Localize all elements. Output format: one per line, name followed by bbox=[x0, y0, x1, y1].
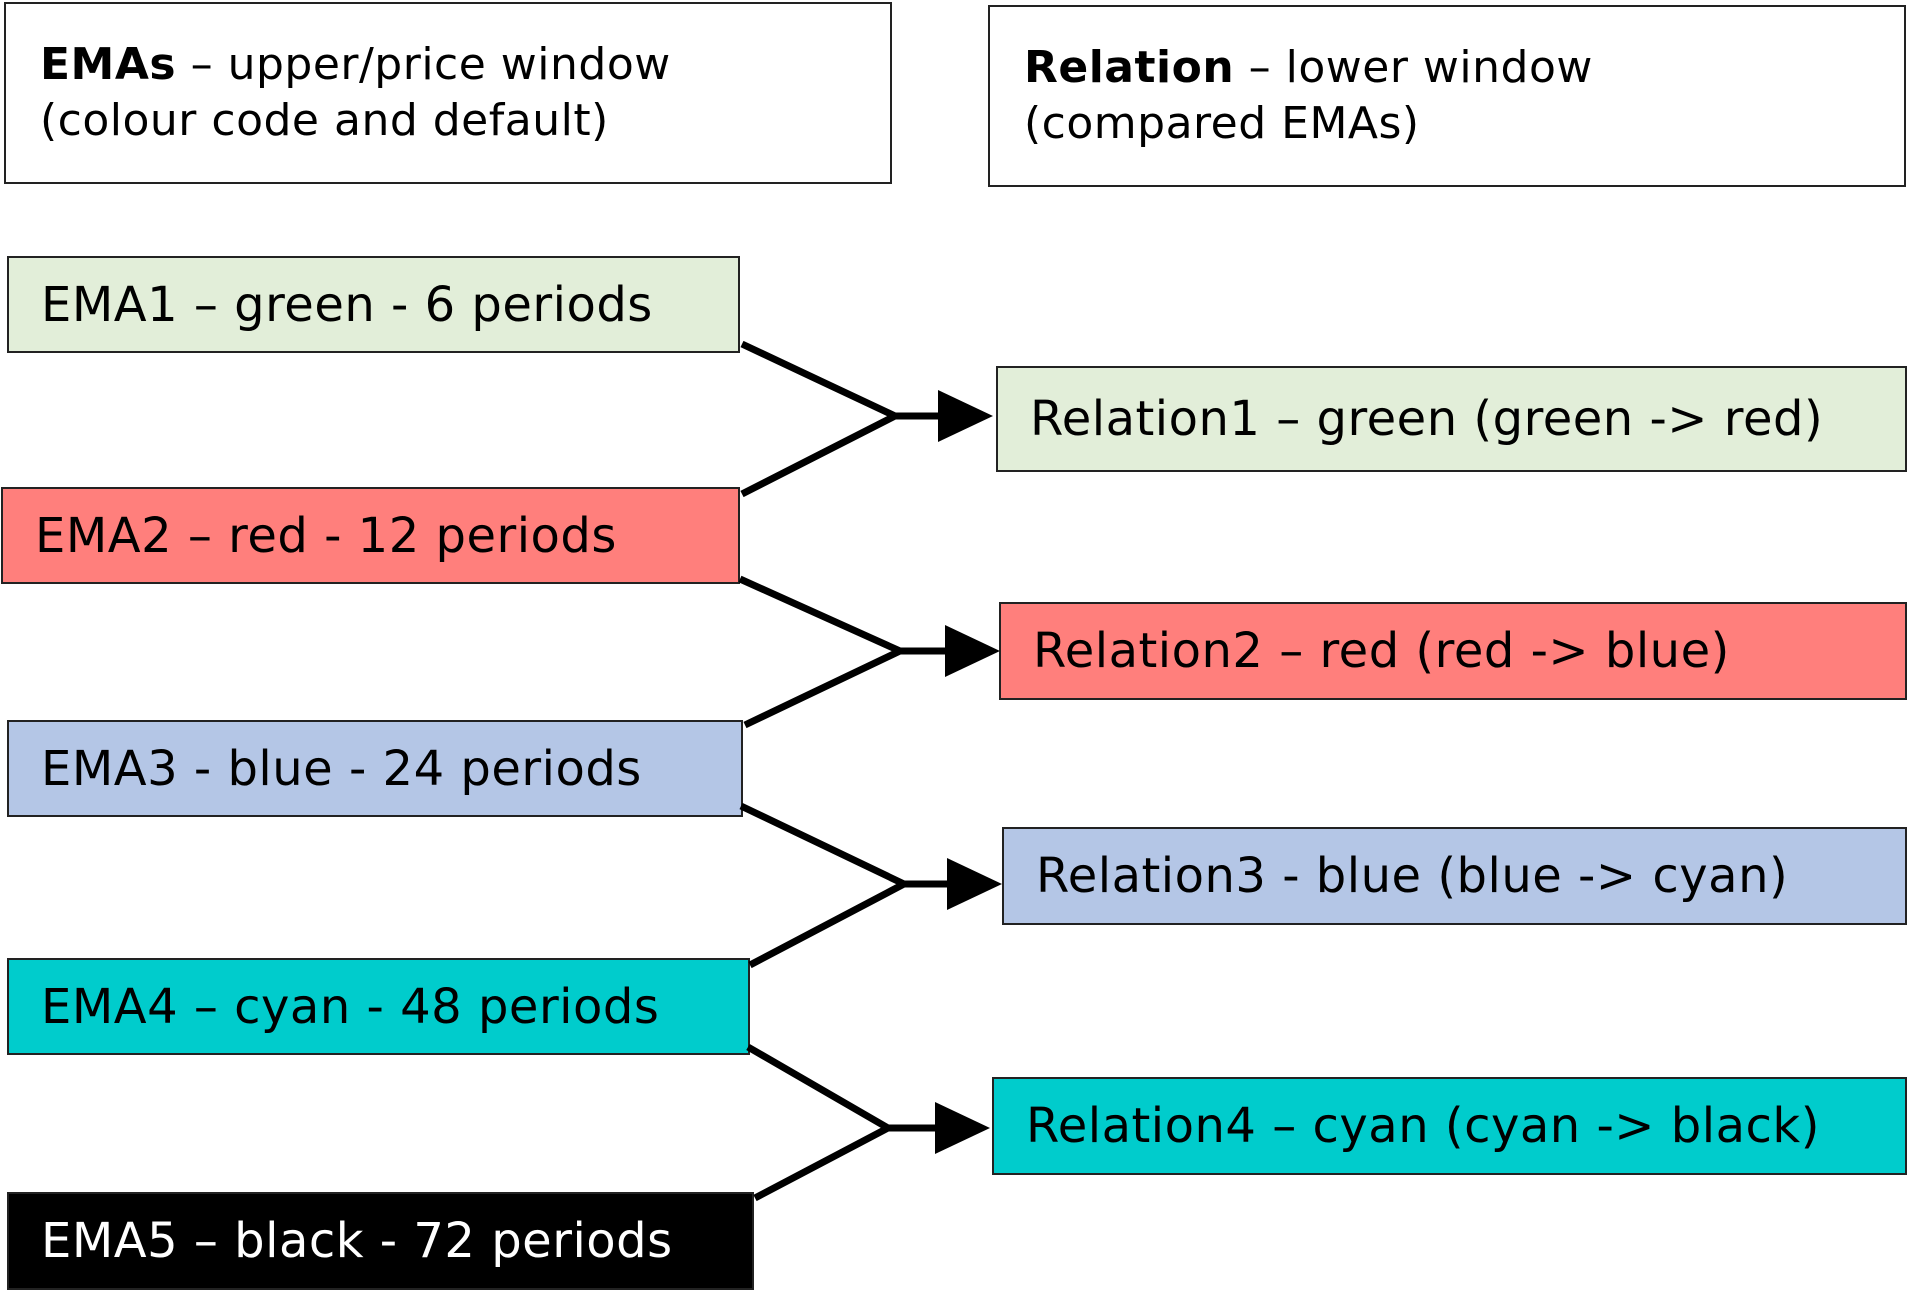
arrow-head-1 bbox=[938, 390, 993, 442]
relation-box-4: Relation4 – cyan (cyan -> black) bbox=[992, 1077, 1907, 1175]
arrow-head-3 bbox=[947, 858, 1002, 910]
relation-header-note: (compared EMAs) bbox=[1024, 98, 1420, 149]
connector-2 bbox=[738, 575, 909, 729]
ema-header-subtitle: – upper/price window bbox=[176, 39, 671, 90]
ema-header-title: EMAs bbox=[40, 39, 177, 90]
relation-box-2: Relation2 – red (red -> blue) bbox=[999, 602, 1907, 700]
ema-label-5: EMA5 – black - 72 periods bbox=[41, 1213, 673, 1269]
ema-box-1: EMA1 – green - 6 periods bbox=[7, 256, 740, 353]
relation-label-4: Relation4 – cyan (cyan -> black) bbox=[1026, 1098, 1820, 1154]
relation-header-subtitle: – lower window bbox=[1234, 42, 1593, 93]
arrow-head-2 bbox=[945, 625, 1000, 677]
ema-label-3: EMA3 - blue - 24 periods bbox=[41, 740, 642, 797]
arrow-head-4 bbox=[935, 1102, 990, 1154]
ema-box-3: EMA3 - blue - 24 periods bbox=[7, 720, 743, 817]
ema-box-4: EMA4 – cyan - 48 periods bbox=[7, 958, 750, 1055]
connector-1 bbox=[740, 340, 903, 498]
ema-box-5: EMA5 – black - 72 periods bbox=[7, 1192, 754, 1290]
relation-header-box: Relation – lower window (compared EMAs) bbox=[988, 5, 1906, 187]
relation-label-2: Relation2 – red (red -> blue) bbox=[1033, 623, 1730, 679]
relation-label-1: Relation1 – green (green -> red) bbox=[1030, 391, 1824, 447]
ema-label-1: EMA1 – green - 6 periods bbox=[41, 276, 653, 333]
relation-label-3: Relation3 - blue (blue -> cyan) bbox=[1036, 848, 1789, 904]
ema-box-2: EMA2 – red - 12 periods bbox=[1, 487, 740, 584]
connector-4 bbox=[746, 1043, 896, 1202]
relation-box-3: Relation3 - blue (blue -> cyan) bbox=[1002, 827, 1907, 925]
ema-label-4: EMA4 – cyan - 48 periods bbox=[41, 978, 660, 1035]
relation-box-1: Relation1 – green (green -> red) bbox=[996, 366, 1907, 472]
connector-3 bbox=[739, 802, 912, 969]
relation-header-title: Relation bbox=[1024, 42, 1235, 93]
ema-header-note: (colour code and default) bbox=[40, 95, 609, 146]
ema-header-box: EMAs – upper/price window (colour code a… bbox=[4, 2, 892, 184]
ema-label-2: EMA2 – red - 12 periods bbox=[35, 507, 617, 564]
